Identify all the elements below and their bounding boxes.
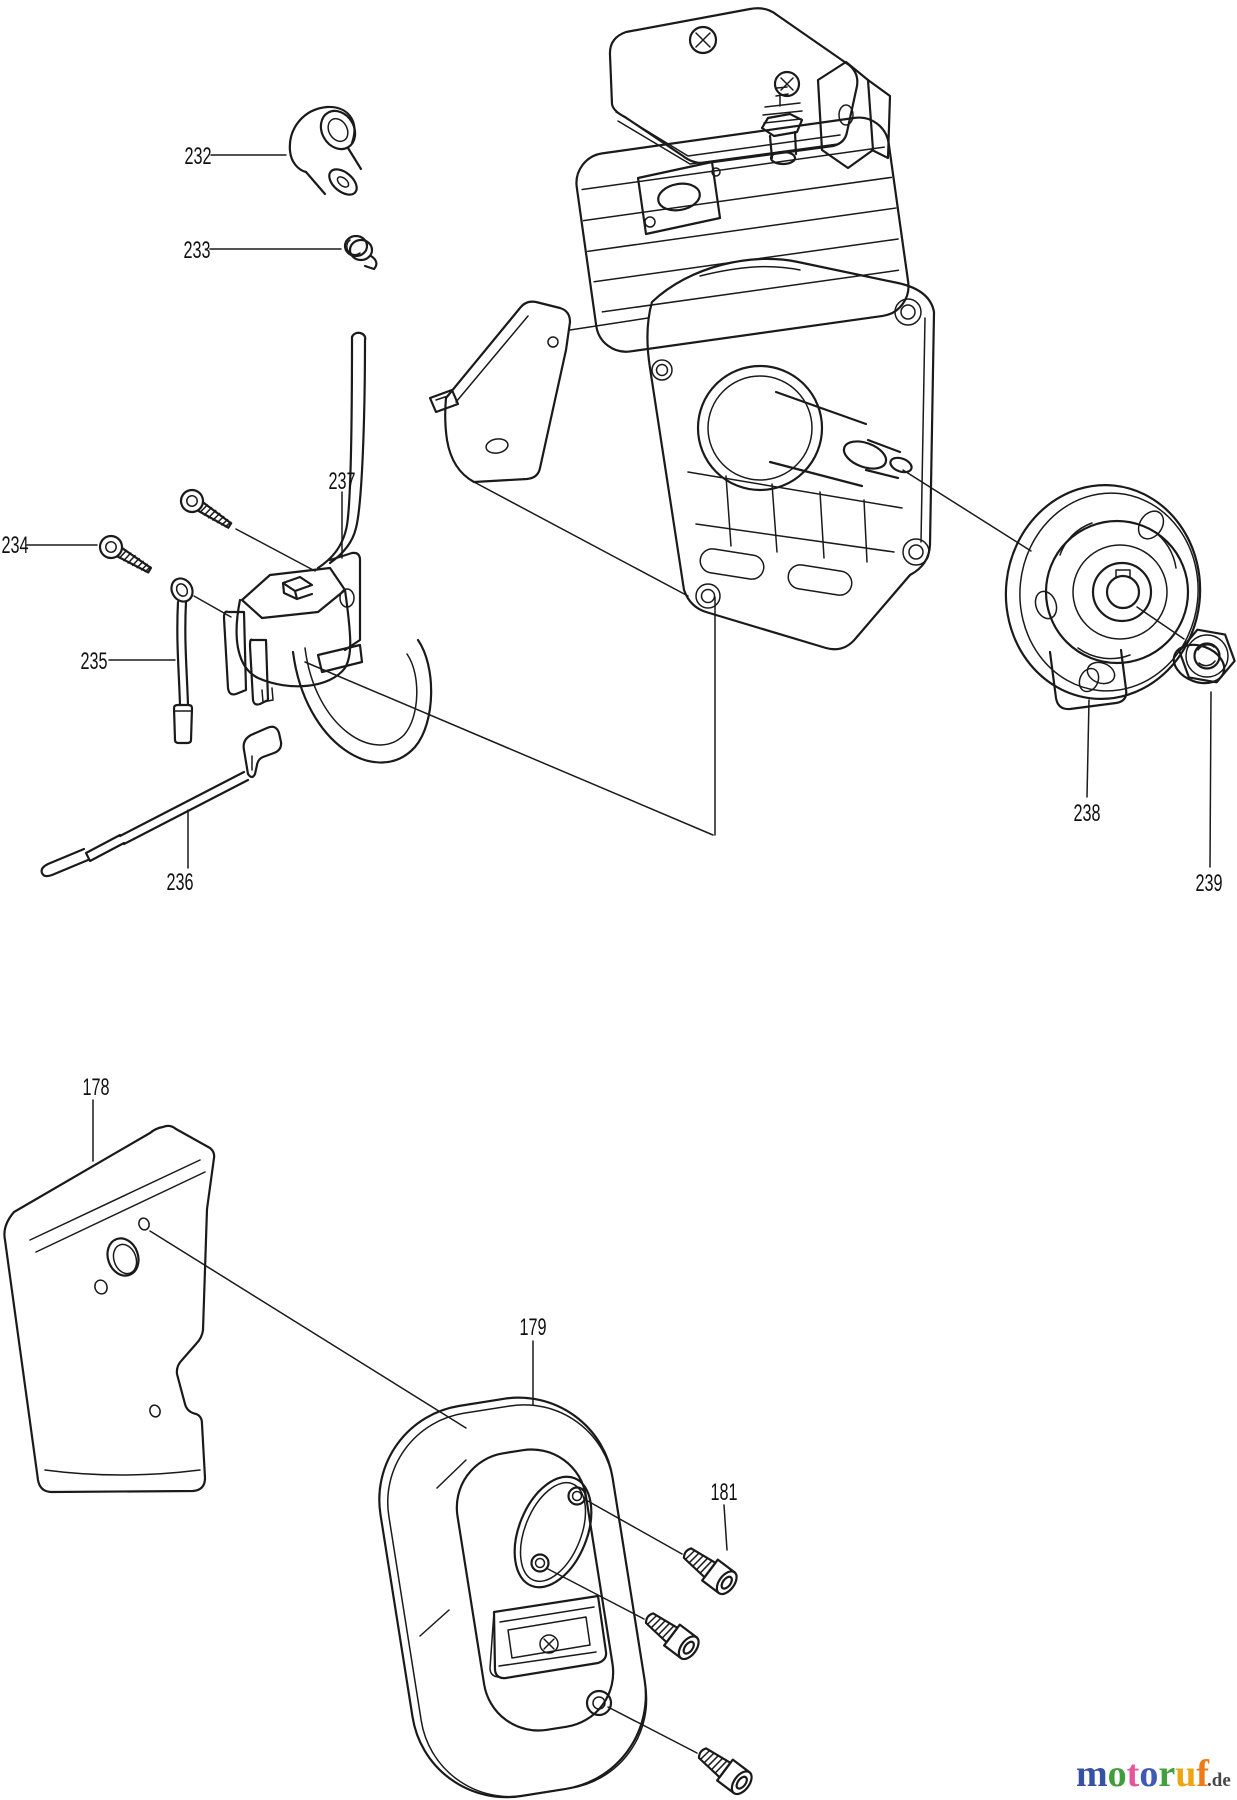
switch-rod-drawing <box>40 725 283 878</box>
muffler-plate-drawing <box>3 1124 216 1494</box>
muffler-bolts-drawing <box>638 1540 757 1799</box>
part-label-179: 179 <box>520 1314 547 1341</box>
part-label-232: 232 <box>185 143 212 170</box>
part-label-234: 234 <box>2 532 29 559</box>
motoruf-logo-word: motoruf <box>1076 1753 1210 1795</box>
part-label-235: 235 <box>81 648 108 675</box>
motoruf-logo: motoruf .de <box>1076 1753 1231 1795</box>
bolt-3-drawing <box>691 1740 757 1799</box>
part-label-238: 238 <box>1074 800 1101 827</box>
engine-assembly-drawing <box>428 7 936 651</box>
flange-nut-drawing <box>1172 628 1236 685</box>
part-label-233: 233 <box>184 237 211 264</box>
part-label-181: 181 <box>711 1479 738 1506</box>
motoruf-logo-suffix: .de <box>1207 1770 1231 1791</box>
exhaust-flange-drawing <box>636 160 722 236</box>
cylinder-cover-drawing <box>608 7 859 165</box>
cylinder-drawing <box>575 116 910 353</box>
flywheel-drawing <box>1004 484 1202 711</box>
bolt-2-drawing <box>638 1605 704 1664</box>
bolt-1-drawing <box>676 1540 742 1599</box>
ignition-coil-drawing <box>222 551 364 706</box>
part-label-237: 237 <box>329 468 356 495</box>
high-tension-lead-drawing <box>291 331 433 764</box>
leader-lines <box>26 154 1212 1754</box>
spark-plug-cap-drawing <box>288 105 363 196</box>
muffler-drawing <box>378 1396 648 1799</box>
bracket-drawing <box>816 60 892 170</box>
part-labels: 232 233 234 235 236 237 238 239 178 179 … <box>2 143 1223 1506</box>
part-label-236: 236 <box>167 869 194 896</box>
torsion-spring-drawing <box>343 234 378 271</box>
ground-wire-drawing <box>170 577 194 745</box>
crankcase-drawing <box>646 257 936 651</box>
screw-234-drawing <box>94 530 157 581</box>
engine-mount-plate-drawing <box>428 300 689 597</box>
spark-plug-drawing <box>760 86 804 166</box>
part-label-178: 178 <box>83 1074 110 1101</box>
part-label-239: 239 <box>1196 870 1223 897</box>
coil-screw-drawing <box>175 484 237 536</box>
